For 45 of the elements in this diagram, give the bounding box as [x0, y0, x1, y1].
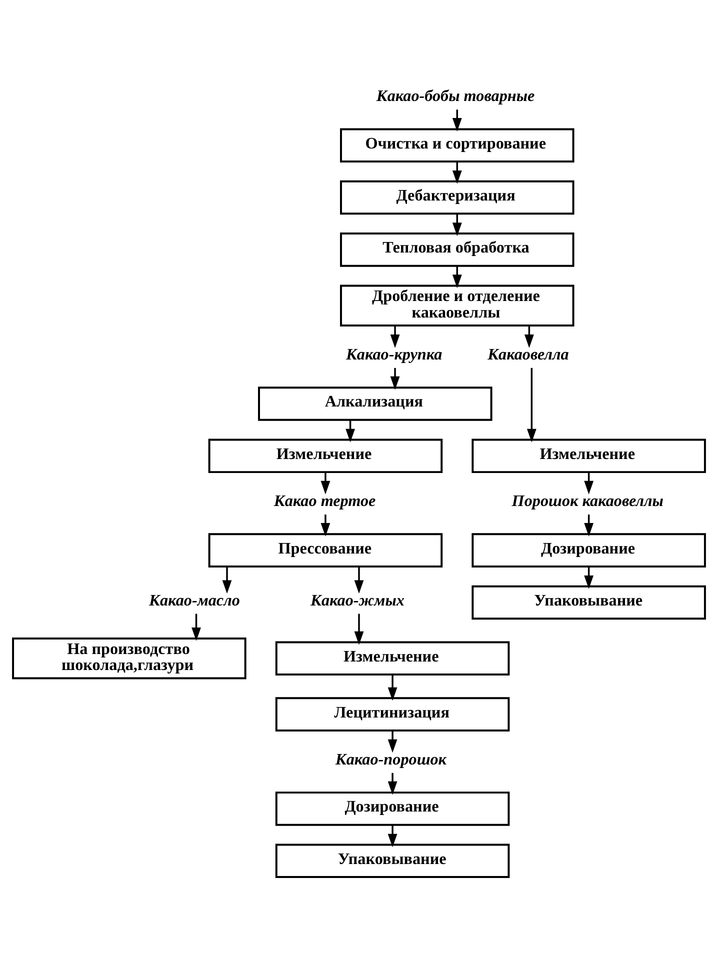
node-text: Какао тертое [274, 492, 376, 510]
arrow [346, 420, 356, 442]
node-box: Дозирование [472, 532, 706, 567]
node-text: Порошок какаовеллы [512, 492, 664, 510]
node-box: Измельчение [208, 438, 443, 473]
arrow [320, 472, 330, 494]
node-box: Дозирование [275, 791, 510, 826]
node-text: Какао-масло [149, 592, 240, 609]
arrow [390, 325, 400, 348]
arrow [452, 109, 462, 131]
node-box: Очистка и сортирование [340, 128, 574, 162]
arrow [222, 566, 232, 594]
arrow [388, 674, 398, 700]
arrow [320, 514, 330, 536]
node-box: Лецитинизация [275, 696, 510, 731]
node-text: Какаовелла [488, 346, 569, 364]
arrow [388, 730, 398, 752]
node-box: Измельчение [472, 438, 706, 473]
node-box: Прессование [208, 532, 443, 567]
node-text: Какао-бобы товарные [376, 88, 535, 105]
node-box: На производство шоколада,глазури [12, 637, 246, 679]
arrow [354, 566, 364, 594]
arrow [452, 214, 462, 236]
node-text: Какао-крупка [346, 346, 442, 364]
node-box: Тепловая обработка [340, 232, 574, 266]
arrow [526, 367, 536, 442]
node-box: Упаковывание [275, 843, 510, 878]
arrow [584, 514, 594, 536]
node-text: Какао-порошок [335, 750, 446, 768]
arrow [584, 566, 594, 588]
node-box: Измельчение [275, 640, 510, 676]
arrow [388, 772, 398, 794]
node-box: Дебактеризация [340, 180, 574, 214]
arrow [452, 266, 462, 288]
node-text: Какао-жмых [310, 592, 404, 609]
node-box: Упаковывание [472, 584, 706, 620]
arrow [388, 824, 398, 847]
node-box: Дробление и отделение какаовеллы [340, 284, 574, 326]
node-box: Алкализация [258, 386, 492, 420]
arrow [452, 161, 462, 184]
arrow [584, 472, 594, 494]
arrow [354, 613, 364, 644]
arrow [390, 367, 400, 390]
arrow [524, 325, 534, 348]
arrow [192, 613, 201, 640]
